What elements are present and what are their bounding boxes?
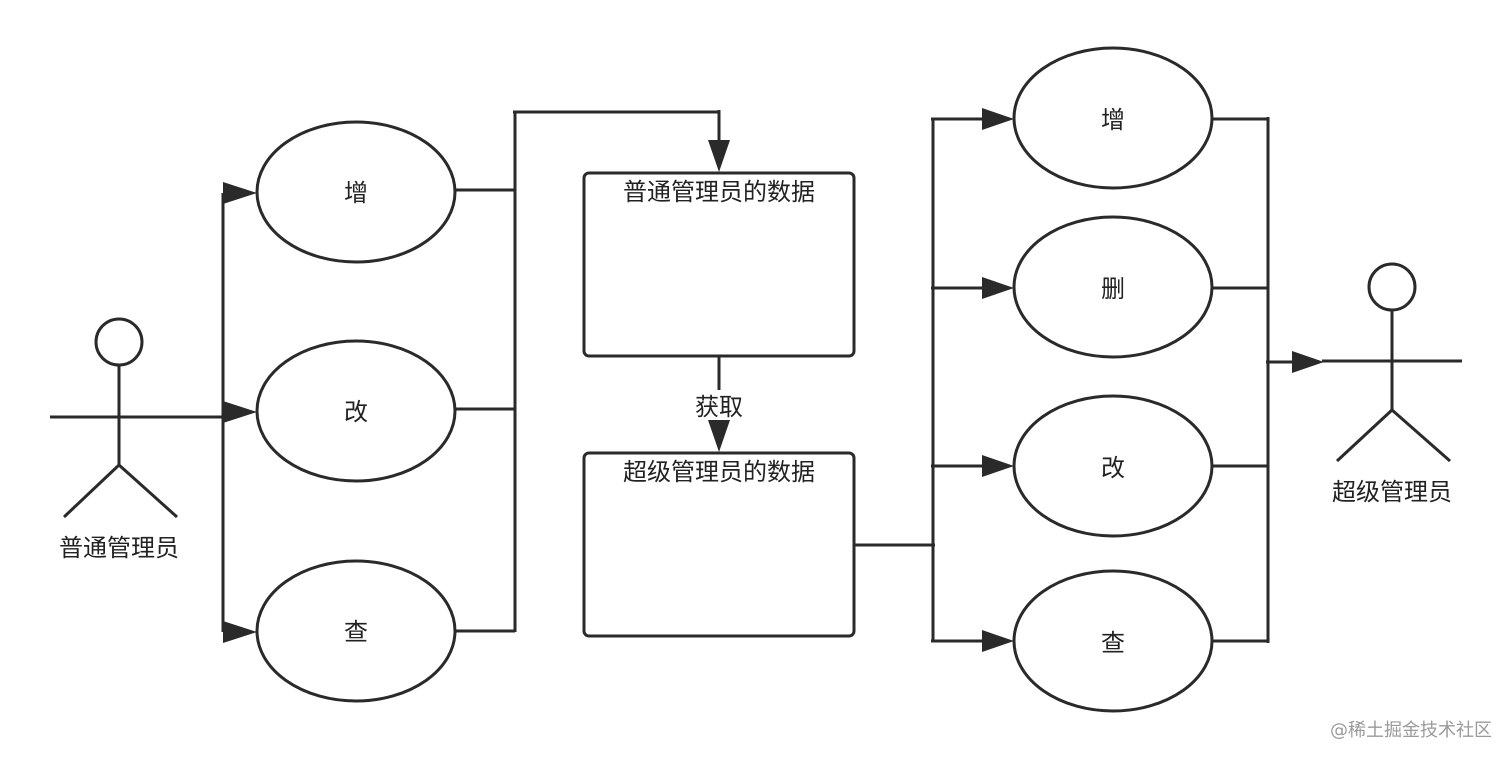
oval-normal-edit[interactable]: 改	[255, 339, 457, 483]
box-normal-data-label: 普通管理员的数据	[623, 178, 815, 206]
oval-super-edit[interactable]: 改	[1012, 394, 1214, 538]
oval-normal-query[interactable]: 查	[255, 559, 457, 703]
actor-normal-admin-head	[94, 317, 144, 367]
box-super-data-label: 超级管理员的数据	[623, 458, 815, 486]
edge-fetch: 获取	[695, 357, 743, 452]
oval-super-add-label: 增	[1101, 106, 1125, 134]
actor-super-admin-leg-left	[1335, 408, 1394, 463]
super-box-connector	[854, 108, 1014, 652]
box-normal-data[interactable]: 普通管理员的数据	[582, 171, 856, 358]
normal-ovals-to-box-connector	[455, 110, 730, 633]
actor-super-admin-head	[1367, 262, 1417, 312]
arrow-to-super-delete	[982, 277, 1014, 299]
actor-normal-admin-leg-left	[62, 463, 121, 519]
arrow-to-super-edit	[982, 455, 1014, 477]
box-normal-data-shape	[582, 171, 856, 358]
oval-normal-edit-shape	[255, 339, 457, 483]
left-connector-bus	[221, 182, 257, 643]
oval-normal-edit-label: 改	[344, 398, 368, 426]
oval-super-delete-label: 删	[1101, 275, 1125, 303]
oval-normal-query-label: 查	[344, 618, 368, 646]
arrow-to-normal-data-box	[708, 140, 730, 172]
actor-normal-admin-label: 普通管理员	[59, 534, 179, 562]
arrow-to-super-data-box	[708, 420, 730, 452]
oval-super-query[interactable]: 查	[1012, 569, 1214, 713]
super-ovals-to-actor-connector	[1212, 117, 1324, 643]
actor-normal-admin-leg-right	[117, 463, 179, 519]
actor-normal-admin[interactable]: 普通管理员	[50, 317, 225, 562]
oval-super-delete[interactable]: 删	[1012, 215, 1214, 359]
arrow-to-super-query	[982, 630, 1014, 652]
oval-super-add[interactable]: 增	[1012, 46, 1214, 190]
box-super-data[interactable]: 超级管理员的数据	[582, 451, 856, 638]
actor-super-admin[interactable]: 超级管理员	[1322, 262, 1462, 506]
oval-normal-add[interactable]: 增	[255, 120, 457, 264]
actor-super-admin-label: 超级管理员	[1332, 478, 1452, 506]
arrow-to-normal-edit	[223, 401, 257, 423]
oval-super-edit-label: 改	[1101, 454, 1125, 482]
arrow-to-normal-add	[223, 182, 257, 204]
oval-normal-add-label: 增	[344, 179, 368, 207]
actor-super-admin-leg-right	[1391, 408, 1451, 463]
arrow-to-normal-query	[223, 621, 257, 643]
oval-normal-add-shape	[255, 120, 457, 264]
arrow-to-super-actor	[1292, 351, 1324, 373]
watermark-text: @稀土掘金技术社区	[1330, 720, 1492, 741]
edge-fetch-label: 获取	[695, 393, 743, 421]
oval-super-query-label: 查	[1101, 629, 1125, 657]
arrow-to-super-add	[982, 108, 1014, 130]
